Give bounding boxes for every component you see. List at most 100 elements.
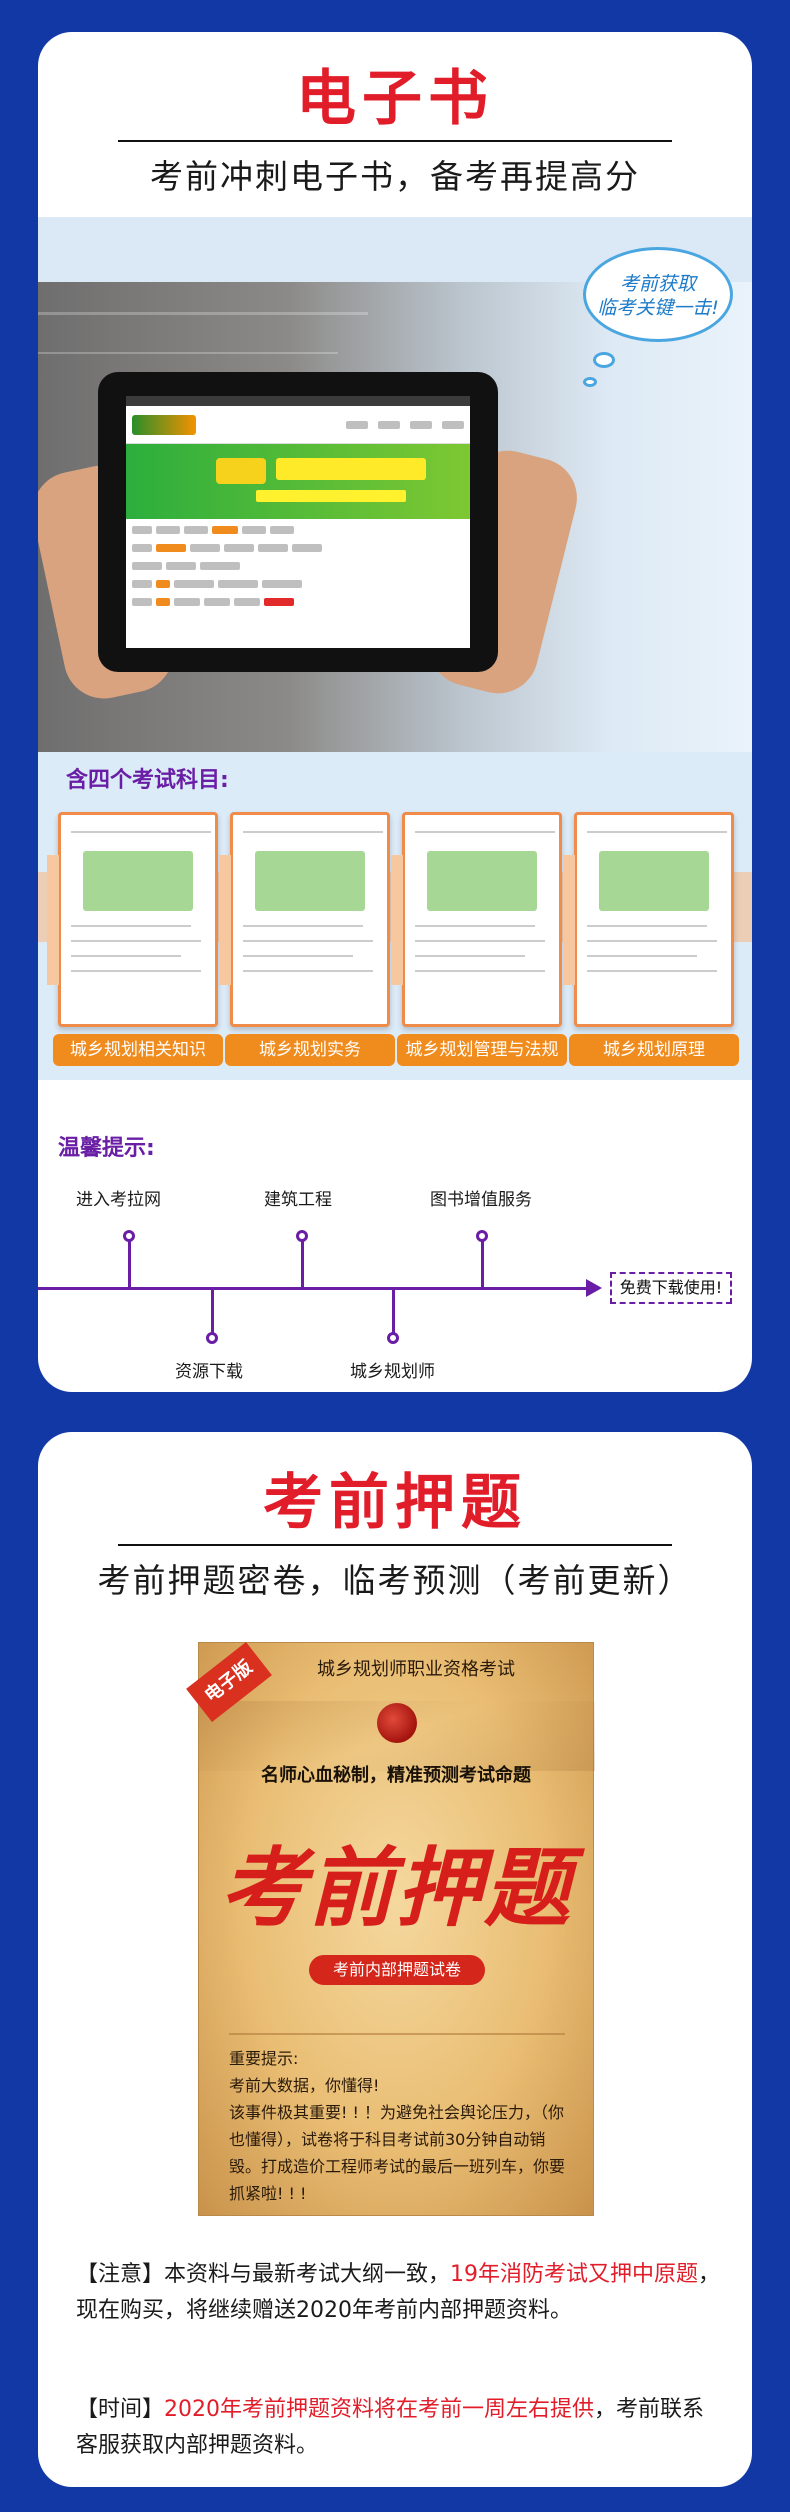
subjects-title: 含四个考试科目: <box>66 768 229 793</box>
filter-chip <box>190 544 220 552</box>
poster-separator <box>229 2033 565 2035</box>
exam-poster-image: 电子版 城乡规划师职业资格考试 名师心血秘制，精准预测考试命题 考前押题 考前内… <box>186 1642 595 2216</box>
timeline-node <box>476 1230 488 1242</box>
ebook-title: 电子书 <box>296 64 494 134</box>
page-figure <box>83 851 193 911</box>
attention-note: 【注意】本资料与最新考试大纲一致，19年消防考试又押中原题，现在购买，将继续赠送… <box>76 2257 726 2329</box>
page-line <box>71 925 191 927</box>
page-line <box>415 955 525 957</box>
screen-filter-row <box>132 559 464 573</box>
poster-calligraphy: 考前押题 <box>220 1838 572 1939</box>
filter-chip <box>174 598 200 606</box>
step-resource-download: 资源下载 <box>175 1362 243 1382</box>
filter-chip <box>258 544 288 552</box>
page-line <box>415 831 555 833</box>
note-prefix: 【注意】本资料与最新考试大纲一致， <box>76 2262 451 2287</box>
page-line <box>71 955 181 957</box>
tablet-hero-image: 考前获取 临考关键一击! <box>38 217 752 752</box>
poster-badge: 考前内部押题试卷 <box>309 1955 485 1985</box>
filter-chip-active <box>156 598 170 606</box>
screen-filter-row <box>132 523 464 537</box>
banner-sub-block <box>256 490 406 502</box>
step-urban-planner: 城乡规划师 <box>350 1362 435 1382</box>
screen-nav-item <box>346 420 368 429</box>
poster-slogan: 名师心血秘制，精准预测考试命题 <box>261 1765 531 1786</box>
filter-chip <box>184 526 208 534</box>
filter-chip <box>262 580 302 588</box>
timeline-line <box>38 1287 593 1290</box>
filter-chip <box>132 544 152 552</box>
note-suffix: ，现在购买，将继续赠送2020年考前内部押题资料。 <box>76 2262 721 2323</box>
filter-chip <box>132 598 152 606</box>
subject-label: 城乡规划实务 <box>225 1034 395 1066</box>
time-note: 【时间】2020年考前押题资料将在考前一周左右提供，考前联系客服获取内部押题资料… <box>76 2392 726 2464</box>
filter-chip <box>166 562 196 570</box>
banner-tag <box>216 458 266 484</box>
step-book-services: 图书增值服务 <box>430 1190 532 1210</box>
page-line <box>587 970 717 972</box>
tips-title: 温馨提示: <box>58 1136 155 1161</box>
screen-nav-item <box>410 420 432 429</box>
filter-chip-active <box>156 544 186 552</box>
filter-chip <box>224 544 254 552</box>
filter-chip <box>156 526 180 534</box>
page-line <box>71 970 201 972</box>
screen-header <box>126 406 470 444</box>
bubble-dot <box>583 377 597 387</box>
page-line <box>243 955 353 957</box>
filter-chip <box>132 526 152 534</box>
filter-chip <box>132 580 152 588</box>
step-enter-koala: 进入考拉网 <box>76 1190 161 1210</box>
filter-chip <box>204 598 230 606</box>
timeline-node <box>296 1230 308 1242</box>
filter-chip-highlight <box>264 598 294 606</box>
page-line <box>415 970 545 972</box>
filter-chip <box>234 598 260 606</box>
timeline-tick <box>301 1239 304 1287</box>
page-line <box>587 831 727 833</box>
page-line <box>243 925 363 927</box>
timeline-node <box>206 1332 218 1344</box>
page-figure <box>599 851 709 911</box>
subject-book-cover <box>391 812 562 1027</box>
page-figure <box>427 851 537 911</box>
screen-nav-item <box>378 420 400 429</box>
subject-label: 城乡规划相关知识 <box>53 1034 223 1066</box>
page-line <box>243 831 383 833</box>
exam-title: 考前押题 <box>263 1468 527 1538</box>
title-divider <box>118 140 672 142</box>
page-line <box>71 940 201 942</box>
filter-chip <box>200 562 240 570</box>
ebook-card: 电子书 考前冲刺电子书，备考再提高分 <box>38 32 752 1392</box>
subject-book-cover <box>563 812 734 1027</box>
timeline-tick <box>211 1290 214 1338</box>
filter-chip <box>174 580 214 588</box>
subject-book-cover <box>47 812 218 1027</box>
filter-chip <box>218 580 258 588</box>
note-highlight: 19年消防考试又押中原题 <box>450 2262 699 2287</box>
screen-nav-item <box>442 420 464 429</box>
page-line <box>243 940 373 942</box>
filter-chip <box>270 526 294 534</box>
timeline-tick <box>392 1290 395 1338</box>
note-suffix: ，考前联系客服获取内部押题资料。 <box>76 2397 705 2458</box>
screen-filter-row <box>132 595 464 609</box>
page-line <box>587 940 717 942</box>
timeline-node <box>123 1230 135 1242</box>
note-highlight: 2020年考前押题资料将在考前一周左右提供 <box>164 2397 595 2422</box>
timeline-node <box>387 1332 399 1344</box>
screen-filter-row <box>132 541 464 555</box>
free-download-box: 免费下载使用! <box>610 1272 732 1304</box>
page-line <box>415 925 535 927</box>
banner-title-block <box>276 458 426 480</box>
subjects-section: 含四个考试科目: <box>38 752 752 1080</box>
screen-nav <box>346 420 464 429</box>
page-figure <box>255 851 365 911</box>
poster-notice: 重要提示: 考前大数据，你懂得! 该事件极其重要! ! ！为避免社会舆论压力，（… <box>229 2049 566 2203</box>
page-line <box>71 831 211 833</box>
timeline-tick <box>128 1239 131 1287</box>
screen-topbar <box>126 396 470 406</box>
exam-card: 考前押题 考前押题密卷，临考预测（考前更新） 电子版 城乡规划师职业资格考试 名… <box>38 1432 752 2487</box>
ebook-subtitle: 考前冲刺电子书，备考再提高分 <box>150 157 640 196</box>
tablet-device <box>98 372 498 672</box>
